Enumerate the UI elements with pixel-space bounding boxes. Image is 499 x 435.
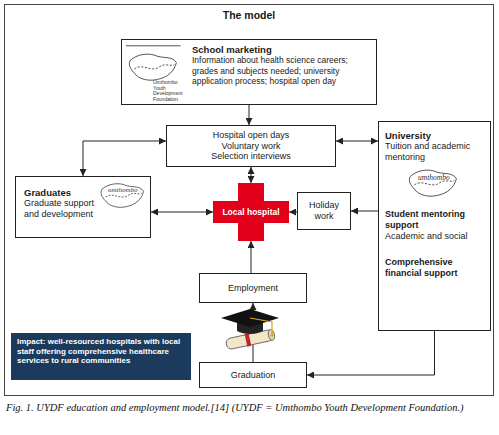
logo-wave <box>134 65 174 69</box>
node-heading: Employment <box>228 283 278 294</box>
impact-box: Impact: well-resourced hospitals with lo… <box>11 333 191 380</box>
flow-connector <box>253 303 254 362</box>
node-text: Information about health science careers… <box>192 55 370 86</box>
cap-base <box>237 320 263 334</box>
logo-text: umthombo <box>108 187 148 195</box>
process-box: Graduation <box>199 362 307 388</box>
hospital-cross: Local hospital <box>213 183 289 241</box>
flow-connector <box>351 211 378 212</box>
cap-board <box>221 309 279 327</box>
node-text: Tuition and academic mentoring <box>385 141 484 163</box>
node-text: Voluntary work <box>221 141 280 152</box>
diagram-frame: The modelSchool marketingInformation abo… <box>4 4 494 396</box>
flow-connector <box>251 167 252 183</box>
flow-connector <box>83 141 166 176</box>
flow-connector <box>151 212 213 213</box>
logo-rule <box>126 45 181 46</box>
node-text: Academic and social <box>385 231 484 242</box>
node-heading: School marketing <box>192 44 370 55</box>
node-heading: The model <box>5 9 493 22</box>
logo-symbol <box>126 46 181 80</box>
graduation-illustration <box>221 309 279 351</box>
cap-tassel <box>250 318 272 334</box>
figure-caption: Fig. 1. UYDF education and employment mo… <box>6 401 494 414</box>
node-heading: University <box>385 130 484 141</box>
process-box: UniversityTuition and academic mentoring… <box>378 121 491 331</box>
diploma-scroll <box>225 328 276 351</box>
node-text: Selection interviews <box>211 151 291 162</box>
node-heading: Graduation <box>231 370 276 381</box>
cross-shape <box>213 183 289 241</box>
process-box: GraduatesGraduate support and developmen… <box>15 176 151 238</box>
node-heading: Local hospital <box>222 207 279 217</box>
node-text: Comprehensive financial support <box>385 257 484 279</box>
logo-text: umthombo <box>418 174 462 182</box>
node-heading: Hospital open days <box>213 130 290 141</box>
node-text: Student mentoring support <box>385 209 484 231</box>
flow-connector <box>336 141 378 142</box>
flow-connector <box>307 331 435 375</box>
flow-connector <box>249 105 250 125</box>
flow-connector <box>289 212 297 213</box>
node-text: Graduate support and development <box>24 198 106 220</box>
process-box: Hospital open daysVoluntary workSelectio… <box>166 125 336 167</box>
process-box: Holiday work <box>297 192 351 230</box>
tassel-end <box>270 333 273 336</box>
logo-outline <box>129 54 176 80</box>
flow-connector <box>251 241 252 273</box>
logo-text: Umthombo Youth Development Foundation <box>153 80 183 102</box>
process-box: Employment <box>199 273 307 303</box>
node-heading: Impact: well-resourced hospitals with lo… <box>17 337 185 366</box>
node-heading: Holiday work <box>301 200 347 222</box>
